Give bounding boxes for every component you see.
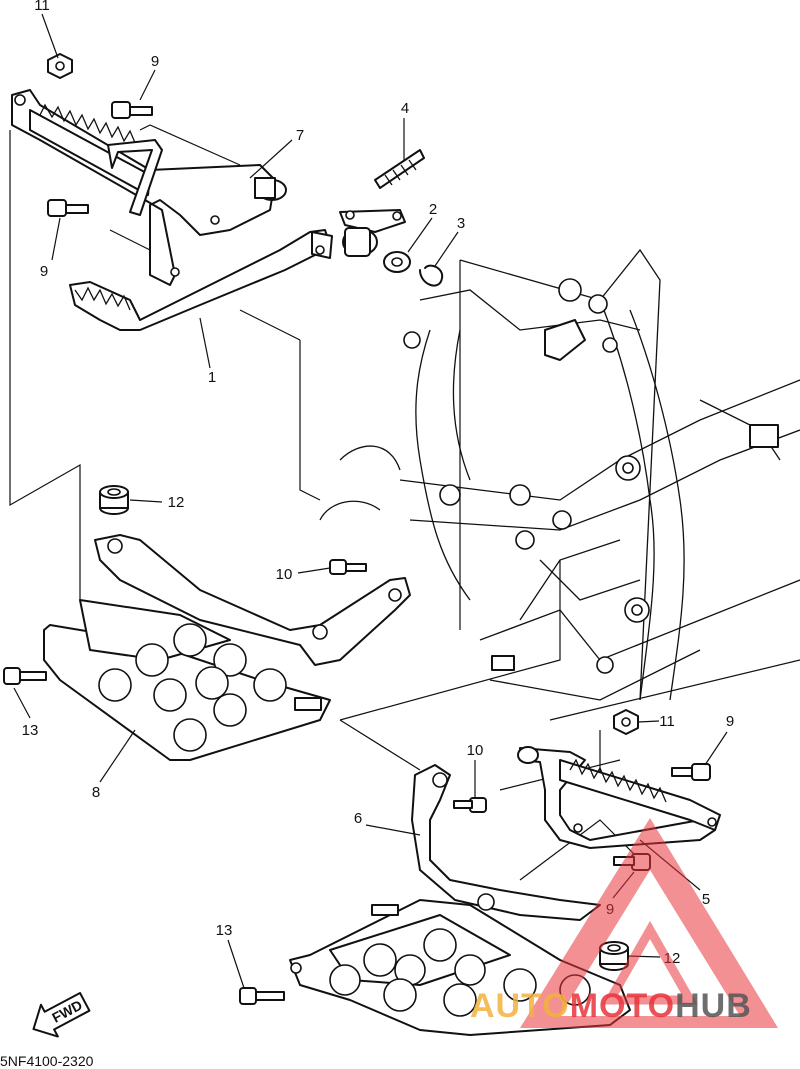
callout-1: 1 [208, 369, 216, 386]
assembly-guide-lines [9, 124, 800, 881]
bolt-13-left [3, 667, 47, 685]
watermark-text: AUTOMOTOHUB [470, 987, 752, 1025]
right-footrest-bracket [517, 746, 721, 849]
callout-12-upper: 12 [168, 494, 185, 511]
bolt-upper [111, 101, 153, 119]
callout-11-right: 11 [659, 713, 675, 730]
callout-9-upper: 9 [151, 53, 159, 70]
diagram-code: 5NF4100-2320 [0, 1053, 94, 1069]
callout-9-right-upper: 9 [726, 713, 734, 730]
watermark-moto: MOTO [570, 987, 675, 1025]
watermark-hub: HUB [675, 987, 752, 1025]
watermark-auto: AUTO [470, 987, 570, 1025]
brake-pedal [69, 209, 406, 331]
nut-upper [47, 53, 73, 79]
nut-right [613, 709, 639, 735]
callout-6: 6 [354, 810, 362, 827]
return-spring [374, 149, 425, 189]
bolt-left [47, 199, 89, 217]
rubber-damper-upper [99, 485, 129, 515]
callout-10-left: 10 [276, 566, 293, 583]
bolt-10-right [453, 797, 487, 813]
left-footrest-bracket [11, 89, 287, 286]
callout-3: 3 [457, 215, 465, 232]
callout-4: 4 [401, 100, 409, 117]
callout-5: 5 [702, 891, 710, 908]
callout-10-right: 10 [467, 742, 484, 759]
circlip [419, 264, 444, 287]
bolt-right-upper [671, 763, 711, 781]
left-protector-bracket [43, 534, 411, 761]
bolt-13-right [239, 987, 285, 1005]
right-protector-bracket [289, 764, 631, 1036]
bolt-10-left [329, 559, 367, 575]
watermark-logo: AUTOMOTOHUB [470, 818, 778, 1028]
watermark-triangle-icon [520, 818, 778, 1028]
washer [383, 251, 411, 273]
callout-13-right: 13 [216, 922, 233, 939]
callout-8: 8 [92, 784, 100, 801]
callout-13-left: 13 [22, 722, 39, 739]
callout-7: 7 [296, 127, 304, 144]
rubber-damper-lower [599, 941, 629, 971]
callout-2: 2 [429, 201, 437, 218]
callout-11-upper: 11 [34, 0, 50, 14]
forward-direction-arrow: FWD [32, 992, 91, 1038]
callout-9-left: 9 [40, 263, 48, 280]
